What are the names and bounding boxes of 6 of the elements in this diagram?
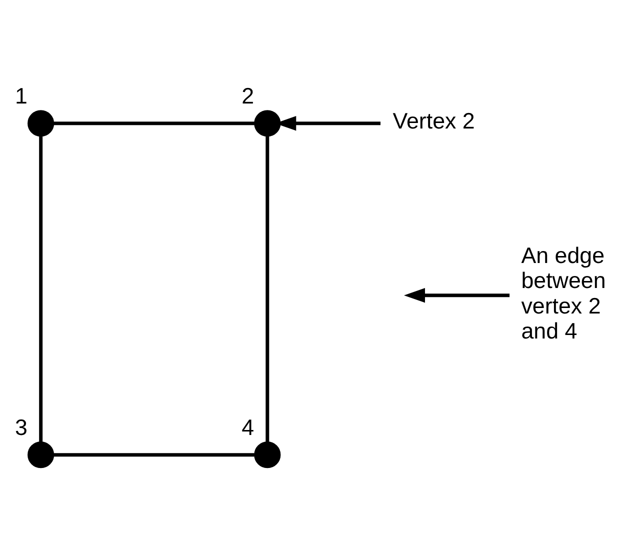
node-text: Vertex 2 [392, 108, 475, 134]
node-label: 3 [15, 414, 28, 440]
node-text: An edge between vertex 2 and 4 [521, 242, 606, 344]
node-label: 4 [242, 414, 254, 440]
node-label: 2 [242, 83, 254, 108]
node-label: 1 [15, 83, 28, 108]
